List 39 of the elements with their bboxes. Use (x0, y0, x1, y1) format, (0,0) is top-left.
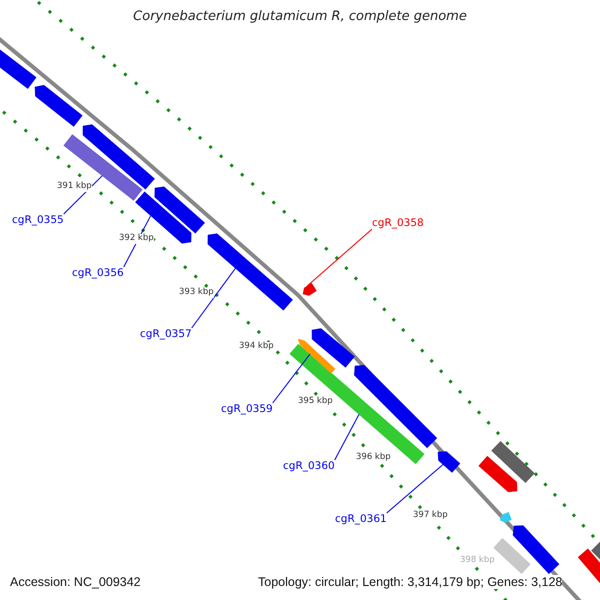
gene-bar (591, 541, 600, 561)
map-title: Corynebacterium glutamicum R, complete genome (132, 10, 468, 25)
scale-label: 398 kbp (460, 556, 495, 566)
gene-bar (438, 451, 460, 473)
gene-bar (354, 365, 438, 448)
gene-bar (0, 48, 36, 89)
genome-summary: Topology: circular; Length: 3,314,179 bp; Genes: 3,128 (258, 575, 562, 590)
scale-label: 396 kbp (356, 453, 391, 463)
gene-bar (154, 186, 205, 234)
scale-label: 394 kbp (239, 342, 274, 352)
gene-label: cgR_0357 (140, 328, 192, 340)
gene-bar (302, 282, 317, 296)
gene-bar (298, 338, 336, 374)
gene-label: cgR_0359 (221, 403, 273, 416)
leader-line (272, 354, 310, 404)
gene-label: cgR_0355 (12, 214, 64, 226)
gene-label: cgR_0356 (72, 267, 124, 280)
scale-label: 393 kbp (179, 288, 214, 298)
gene-bar (312, 328, 355, 368)
leader-line (306, 228, 372, 286)
gene-label: cgR_0358 (372, 217, 424, 230)
gene-bar (500, 512, 512, 523)
gene-bar (135, 192, 192, 244)
gene-bar (512, 525, 560, 574)
leader-line (334, 414, 360, 460)
gene-bar (491, 441, 535, 483)
scale-label: 391 kbp (57, 182, 92, 192)
gene-bar (578, 548, 600, 584)
accession-text: Accession: NC_009342 (10, 575, 141, 590)
leader-line (386, 464, 444, 514)
scale-label: 397 kbp (413, 511, 448, 521)
gene-label: cgR_0360 (283, 460, 335, 472)
scale-label: 392 kbp (119, 234, 154, 244)
leader-line (63, 175, 103, 214)
gene-bar (34, 84, 83, 127)
scale-label: 395 kbp (298, 397, 333, 407)
leader-line (191, 268, 236, 328)
gene-label: cgR_0361 (335, 513, 387, 526)
gene-bar (478, 456, 518, 492)
